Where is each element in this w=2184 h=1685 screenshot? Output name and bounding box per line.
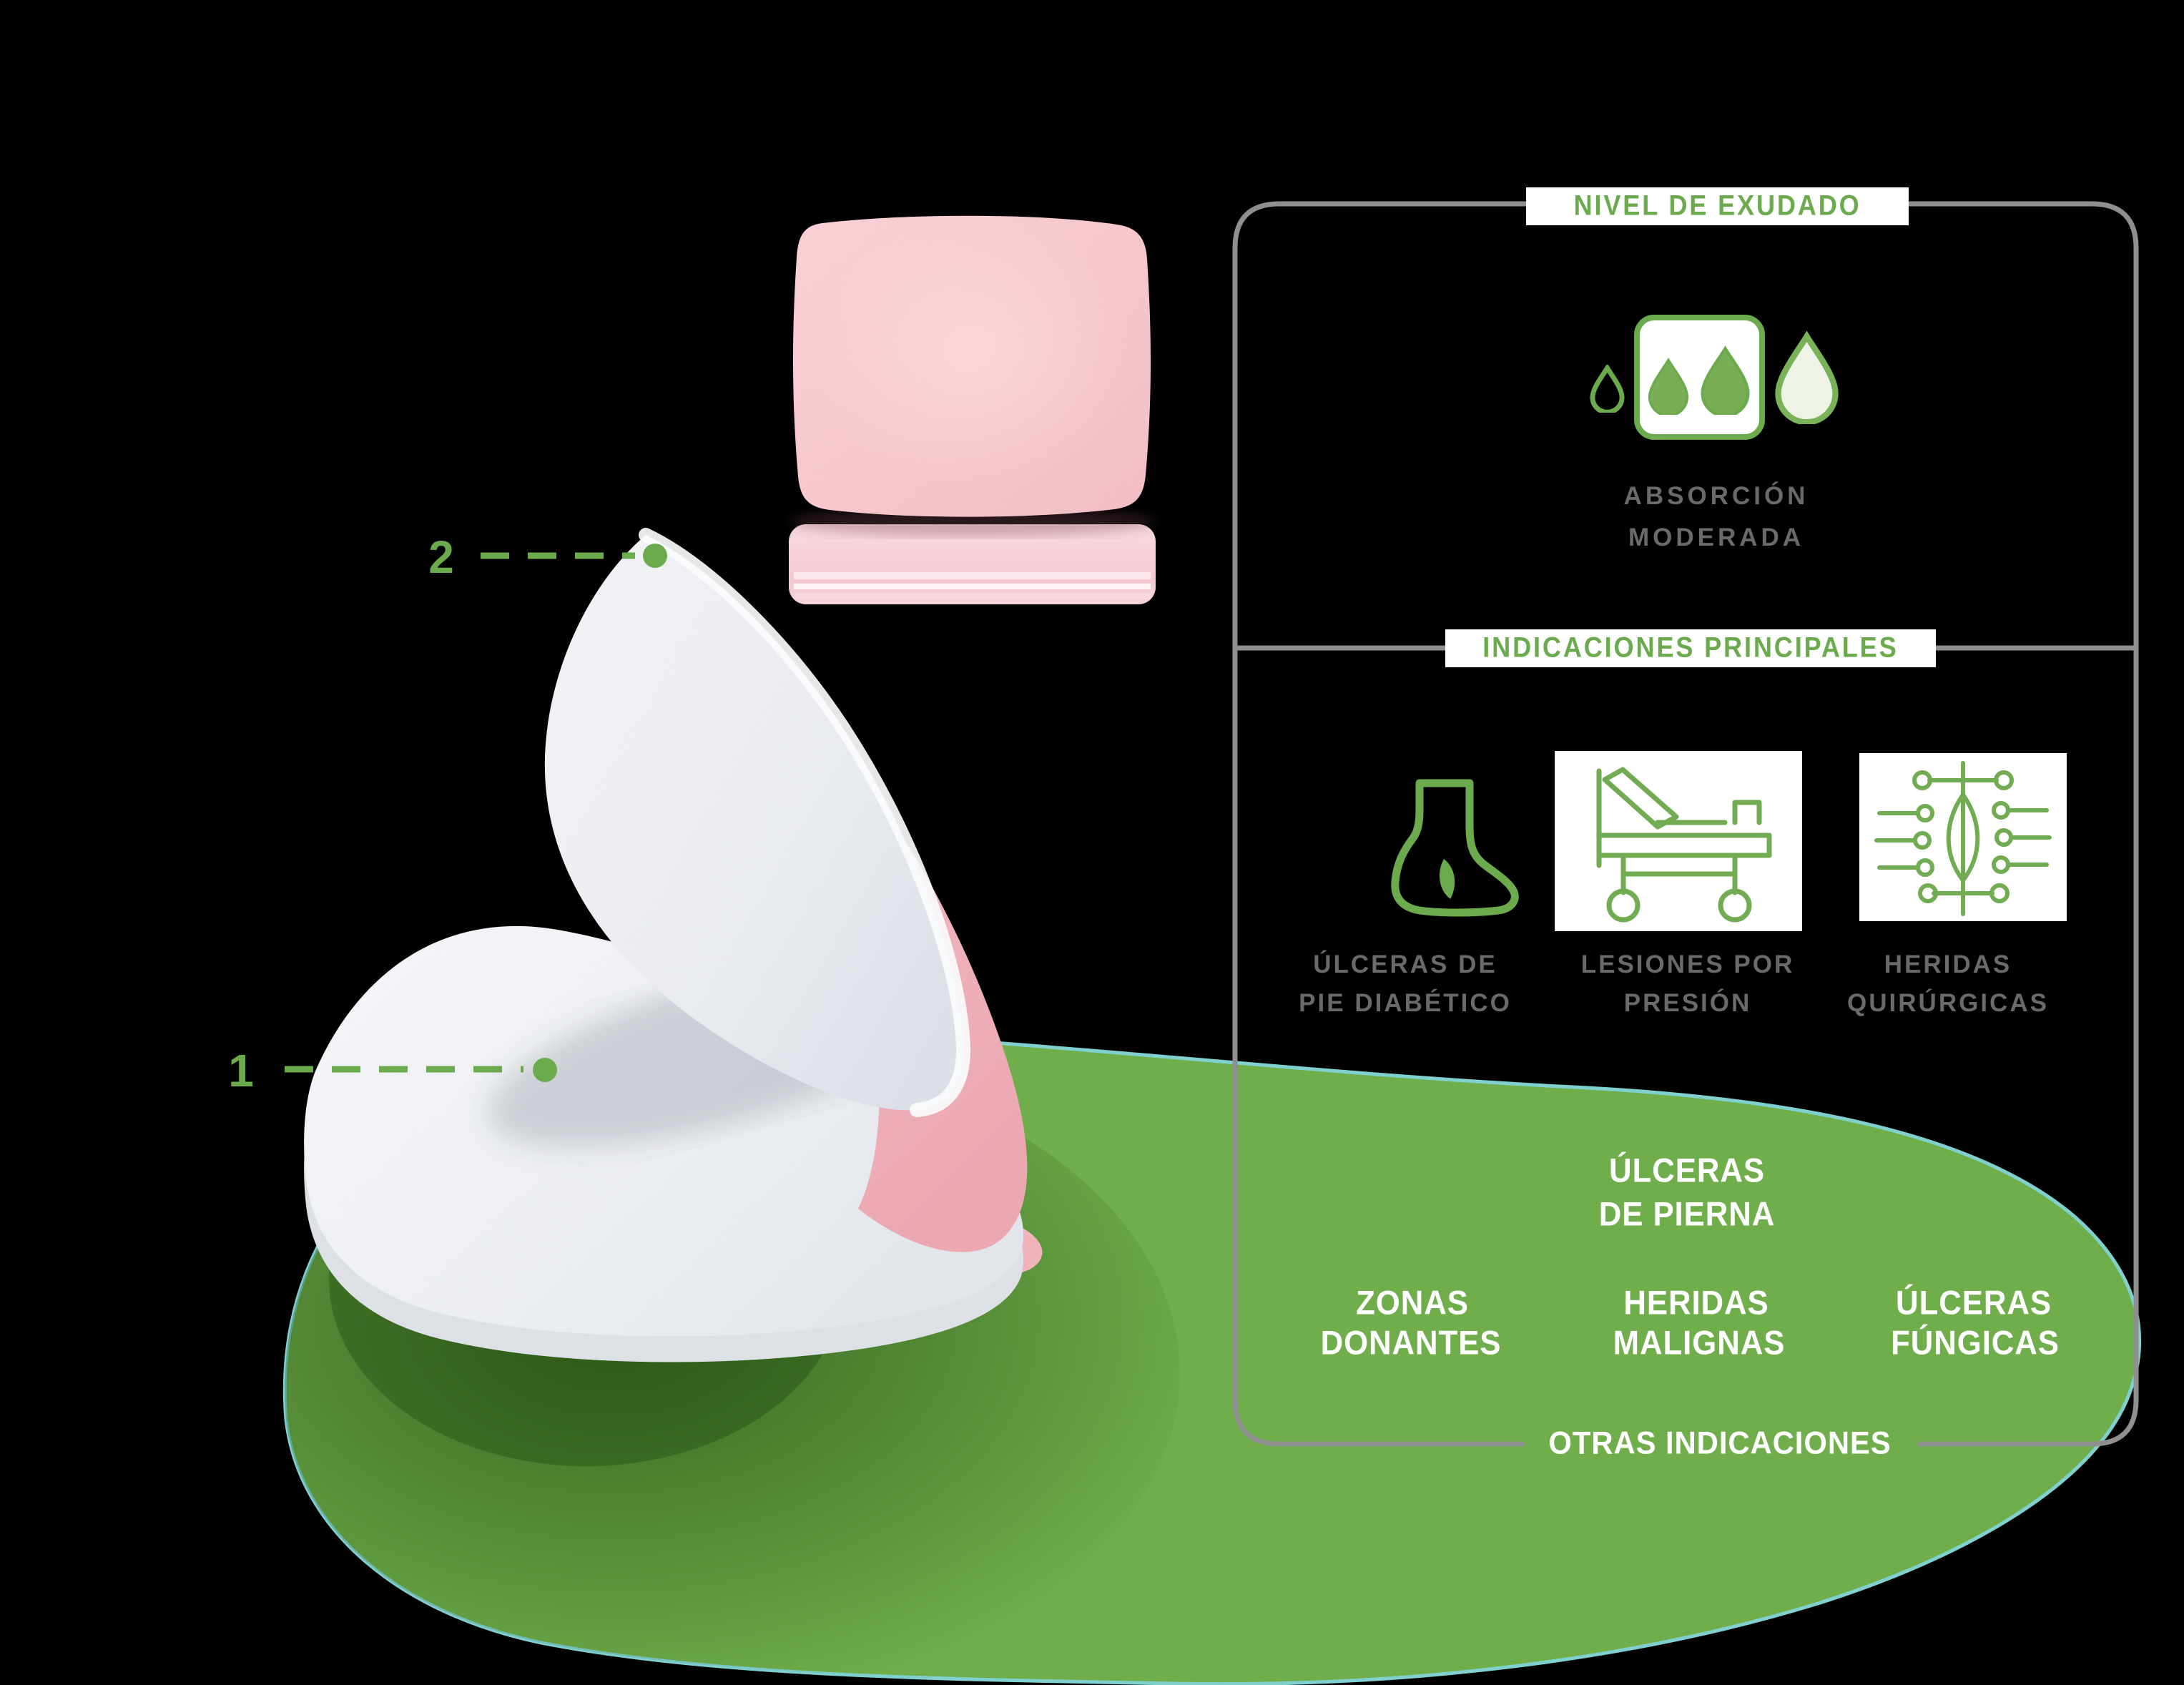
callout-dot-layer1 bbox=[533, 1058, 557, 1082]
other-indication-item: MALIGNAS bbox=[1613, 1323, 1786, 1362]
indication-label: HERIDAS bbox=[1884, 950, 2012, 978]
indication-label: PIE DIABÉTICO bbox=[1299, 989, 1512, 1017]
other-indication-item: ZONAS bbox=[1356, 1283, 1469, 1322]
other-indication-item: FÚNGICAS bbox=[1891, 1323, 2060, 1362]
other-indication-item: HERIDAS bbox=[1623, 1283, 1769, 1322]
indication-label: ÚLCERAS DE bbox=[1313, 950, 1497, 978]
indications-header-badge: INDICACIONES PRINCIPALES bbox=[1445, 629, 1936, 667]
droplet-icon-small-outline bbox=[1590, 365, 1625, 413]
indication-label: QUIRÚRGICAS bbox=[1847, 989, 2049, 1017]
absorption-caption-line1: ABSORCIÓN bbox=[1623, 482, 1809, 510]
foam-dressing-3d bbox=[304, 528, 1043, 1362]
absorption-caption-line2: MODERADA bbox=[1628, 524, 1805, 551]
indication-label: LESIONES POR bbox=[1580, 950, 1795, 978]
surgical-wound-icon-box bbox=[1859, 753, 2067, 921]
exudate-header-badge: NIVEL DE EXUDADO bbox=[1526, 187, 1909, 225]
exudate-header-label: NIVEL DE EXUDADO bbox=[1573, 190, 1861, 222]
hospital-bed-icon bbox=[1596, 767, 1772, 923]
indications-header-label: INDICACIONES PRINCIPALES bbox=[1482, 632, 1899, 664]
callout-number-1: 1 bbox=[228, 1045, 254, 1096]
other-indication-item: ÚLCERAS bbox=[1896, 1283, 2052, 1322]
droplet-icon-large-filled bbox=[1701, 345, 1750, 415]
indication-label: PRESIÓN bbox=[1623, 989, 1752, 1017]
other-indications-footer-label: OTRAS INDICACIONES bbox=[1548, 1425, 1892, 1461]
droplet-icon-light bbox=[1775, 330, 1839, 424]
leaf-icon bbox=[1439, 859, 1455, 899]
other-indication-item: DONANTES bbox=[1320, 1323, 1502, 1362]
hospital-bed-icon-box bbox=[1555, 751, 1802, 931]
foam-wing-edge-highlight bbox=[639, 528, 970, 1117]
pink-dressing-top-view bbox=[789, 215, 1156, 604]
surgical-wound-icon bbox=[1874, 761, 2052, 916]
callout-number-2: 2 bbox=[428, 531, 454, 583]
callout-dot-layer2 bbox=[643, 544, 667, 568]
other-indication-primary: DE PIERNA bbox=[1598, 1194, 1776, 1233]
diabetic-foot-icon bbox=[1391, 779, 1519, 917]
droplet-icon-medium-filled bbox=[1648, 358, 1689, 415]
other-indication-primary: ÚLCERAS bbox=[1609, 1151, 1765, 1189]
